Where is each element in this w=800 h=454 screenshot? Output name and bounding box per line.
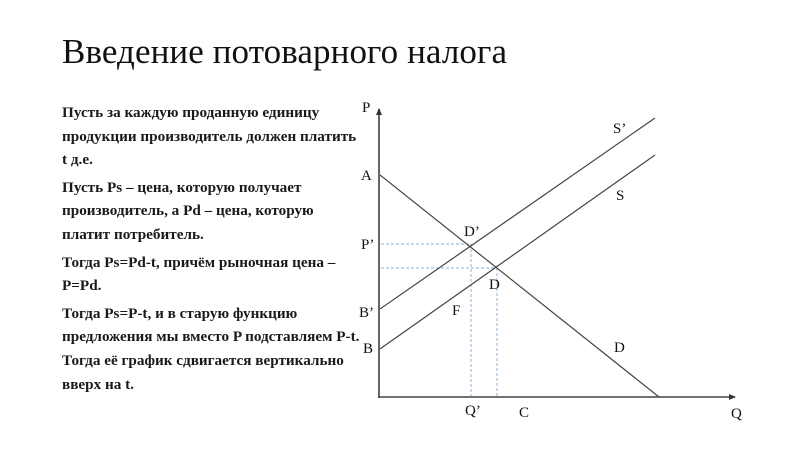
label-c: C — [519, 405, 529, 421]
label-demand: D — [614, 340, 625, 356]
demand-line — [379, 174, 660, 398]
label-b-prime: B’ — [359, 305, 374, 321]
label-f: F — [452, 303, 460, 319]
slide-title: Введение потоварного налога — [62, 32, 508, 71]
paragraph-tax-per-unit: Пусть за каждую проданную единицу продук… — [62, 104, 357, 169]
paragraph-supply-shift: Тогда Ps=P-t, и в старую функцию предлож… — [62, 304, 360, 393]
label-d-prime: D’ — [464, 224, 480, 240]
label-supply-original: S — [616, 188, 624, 204]
supply-line-shifted — [379, 117, 656, 310]
paragraph-market-price: Тогда Ps=Pd-t, причём рыночная цена – P=… — [62, 253, 336, 295]
supply-line-original — [379, 154, 656, 350]
paragraph-ps-pd-definition: Пусть Ps – цена, которую получает произв… — [62, 178, 314, 243]
label-d-point: D — [489, 277, 500, 293]
slide-body: Пусть за каждую проданную единицу продук… — [62, 101, 362, 400]
label-a: A — [361, 168, 372, 184]
price-axis-label: P — [362, 100, 370, 116]
label-supply-shifted: S’ — [613, 121, 626, 137]
label-p-prime: P’ — [361, 237, 374, 253]
label-b: B — [363, 341, 373, 357]
dashed-guides — [381, 243, 498, 396]
label-q-prime: Q’ — [465, 403, 481, 419]
quantity-axis-label: Q — [731, 406, 742, 422]
